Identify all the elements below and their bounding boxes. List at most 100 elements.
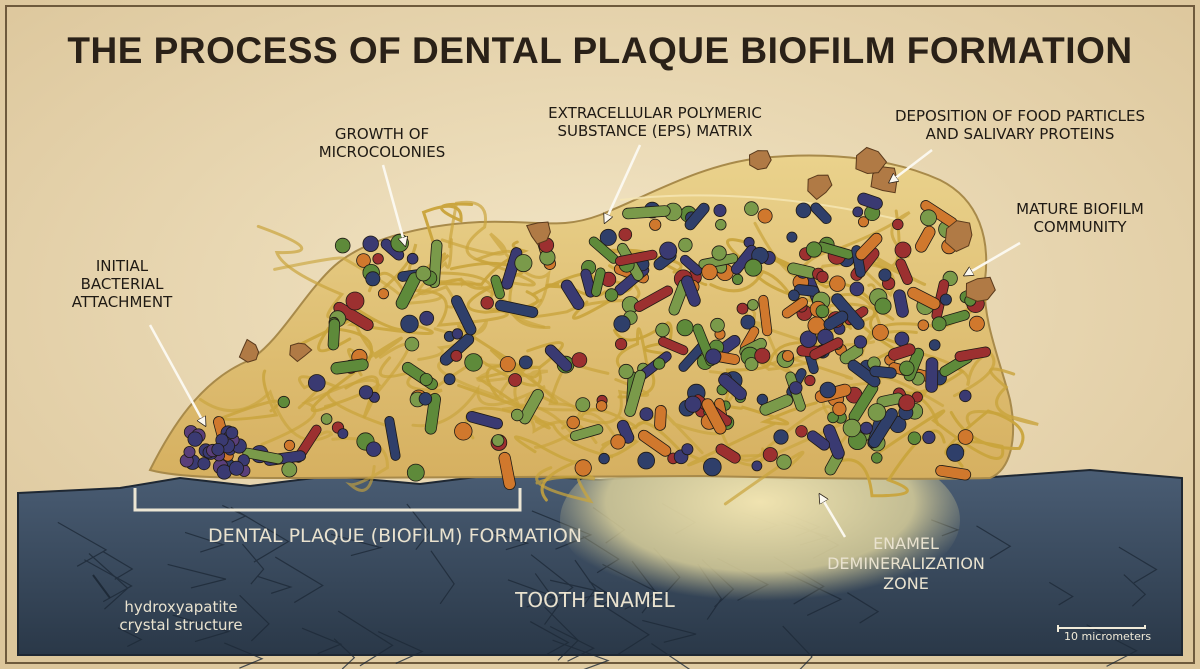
bacillus-bacterium: [616, 419, 635, 444]
coccus-bacterium: [747, 299, 759, 311]
coccus-bacterium: [377, 288, 389, 300]
label-eps-matrix: EXTRACELLULAR POLYMERIC SUBSTANCE (EPS) …: [548, 104, 762, 140]
coccus-bacterium: [419, 310, 435, 326]
scale-label: 10 micrometers: [1064, 630, 1152, 643]
coccus-bacterium: [372, 253, 384, 265]
coccus-bacterium: [575, 397, 591, 413]
eps-filament: [797, 211, 911, 292]
crystal-facet: [102, 551, 134, 580]
coccus-bacterium: [711, 245, 727, 261]
bacillus-bacterium: [718, 373, 747, 401]
coccus-bacterium: [931, 316, 947, 332]
arrow-initial-attachment: [148, 324, 205, 425]
coccus-bacterium: [197, 457, 211, 471]
bacillus-bacterium: [327, 318, 341, 351]
coccus-bacterium: [744, 357, 759, 371]
callout-arrows: [148, 144, 1021, 538]
crystal-facet: [847, 592, 880, 624]
coccus-bacterium: [511, 408, 524, 422]
bacillus-bacterium: [895, 258, 913, 285]
coccus-bacterium: [400, 314, 419, 334]
crystal-facet: [257, 575, 293, 594]
food-particle: [807, 174, 833, 201]
bacillus-bacterium: [615, 249, 658, 267]
coccus-bacterium: [874, 297, 892, 315]
bacillus-bacterium: [806, 430, 830, 451]
crystal-facet: [642, 619, 697, 643]
crystal-facet: [406, 503, 431, 551]
coccus-bacterium: [443, 373, 456, 386]
label-hydroxyapatite: hydroxyapatite crystal structure: [119, 598, 243, 634]
eps-filament: [198, 389, 334, 465]
crystal-facet: [230, 506, 290, 563]
coccus-bacterium: [491, 434, 505, 447]
coccus-bacterium: [450, 349, 463, 362]
coccus-bacterium: [871, 452, 883, 464]
coccus-bacterium: [187, 431, 203, 447]
coccus-bacterium: [715, 218, 727, 231]
coccus-bacterium: [499, 356, 516, 373]
coccus-bacterium: [899, 360, 915, 377]
coccus-bacterium: [907, 431, 922, 445]
bacillus-bacterium: [809, 337, 844, 360]
eps-filament: [615, 327, 656, 399]
bacillus-bacterium: [925, 357, 939, 393]
coccus-bacterium: [659, 241, 678, 260]
crystal-facet: [574, 559, 597, 607]
coccus-bacterium: [969, 315, 985, 332]
crystal-facet: [1049, 581, 1074, 606]
coccus-bacterium: [894, 241, 912, 259]
crystal-facet: [88, 553, 129, 610]
diagram-title: THE PROCESS OF DENTAL PLAQUE BIOFILM FOR…: [67, 30, 1133, 71]
bacillus-bacterium: [915, 225, 936, 253]
bacillus-bacterium: [591, 267, 606, 297]
crystal-facet: [1118, 546, 1158, 584]
coccus-bacterium: [773, 429, 789, 445]
label-mature-community: MATURE BIOFILM COMMUNITY: [1016, 200, 1144, 236]
bacillus-bacterium: [793, 284, 820, 297]
coccus-bacterium: [358, 385, 374, 400]
coccus-bacterium: [604, 288, 619, 302]
coccus-bacterium: [655, 322, 670, 338]
crystal-facet: [1086, 624, 1138, 667]
eps-filament: [310, 326, 374, 413]
crystal-facet: [57, 521, 108, 567]
bacillus-bacterium: [855, 232, 883, 261]
food-particle: [965, 276, 996, 302]
coccus-bacterium: [320, 413, 333, 425]
coccus-bacterium: [390, 233, 409, 253]
coccus-bacterium: [849, 281, 865, 297]
coccus-bacterium: [710, 317, 725, 333]
bacillus-bacterium: [637, 429, 672, 457]
coccus-bacterium: [639, 407, 654, 422]
coccus-bacterium: [928, 339, 941, 351]
coccus-bacterium: [799, 330, 818, 348]
crystal-facet: [976, 525, 1012, 560]
coccus-bacterium: [678, 237, 693, 253]
bacillus-bacterium: [633, 285, 674, 313]
coccus-bacterium: [786, 231, 798, 243]
crystal-facet: [534, 573, 560, 625]
eps-filament: [367, 271, 509, 327]
bacillus-bacterium: [935, 464, 972, 481]
bacillus-bacterium: [498, 451, 516, 490]
coccus-bacterium: [740, 314, 756, 330]
food-particle: [855, 146, 888, 175]
coccus-bacterium: [404, 336, 420, 352]
food-particle: [525, 221, 551, 245]
coccus-bacterium: [829, 275, 846, 292]
coccus-bacterium: [795, 425, 808, 438]
bacillus-bacterium: [759, 394, 794, 416]
coccus-bacterium: [480, 296, 494, 310]
coccus-bacterium: [867, 403, 887, 422]
coccus-bacterium: [610, 434, 626, 450]
coccus-bacterium: [705, 348, 722, 365]
label-enamel-demineralization: ENAMEL DEMINERALIZATION ZONE: [827, 534, 985, 593]
crystal-facet: [491, 531, 530, 551]
bacillus-bacterium: [544, 344, 573, 372]
coccus-bacterium: [920, 209, 937, 227]
bacillus-bacterium: [701, 398, 727, 435]
coccus-bacterium: [307, 374, 326, 392]
label-tooth-enamel: TOOTH ENAMEL: [515, 588, 675, 612]
